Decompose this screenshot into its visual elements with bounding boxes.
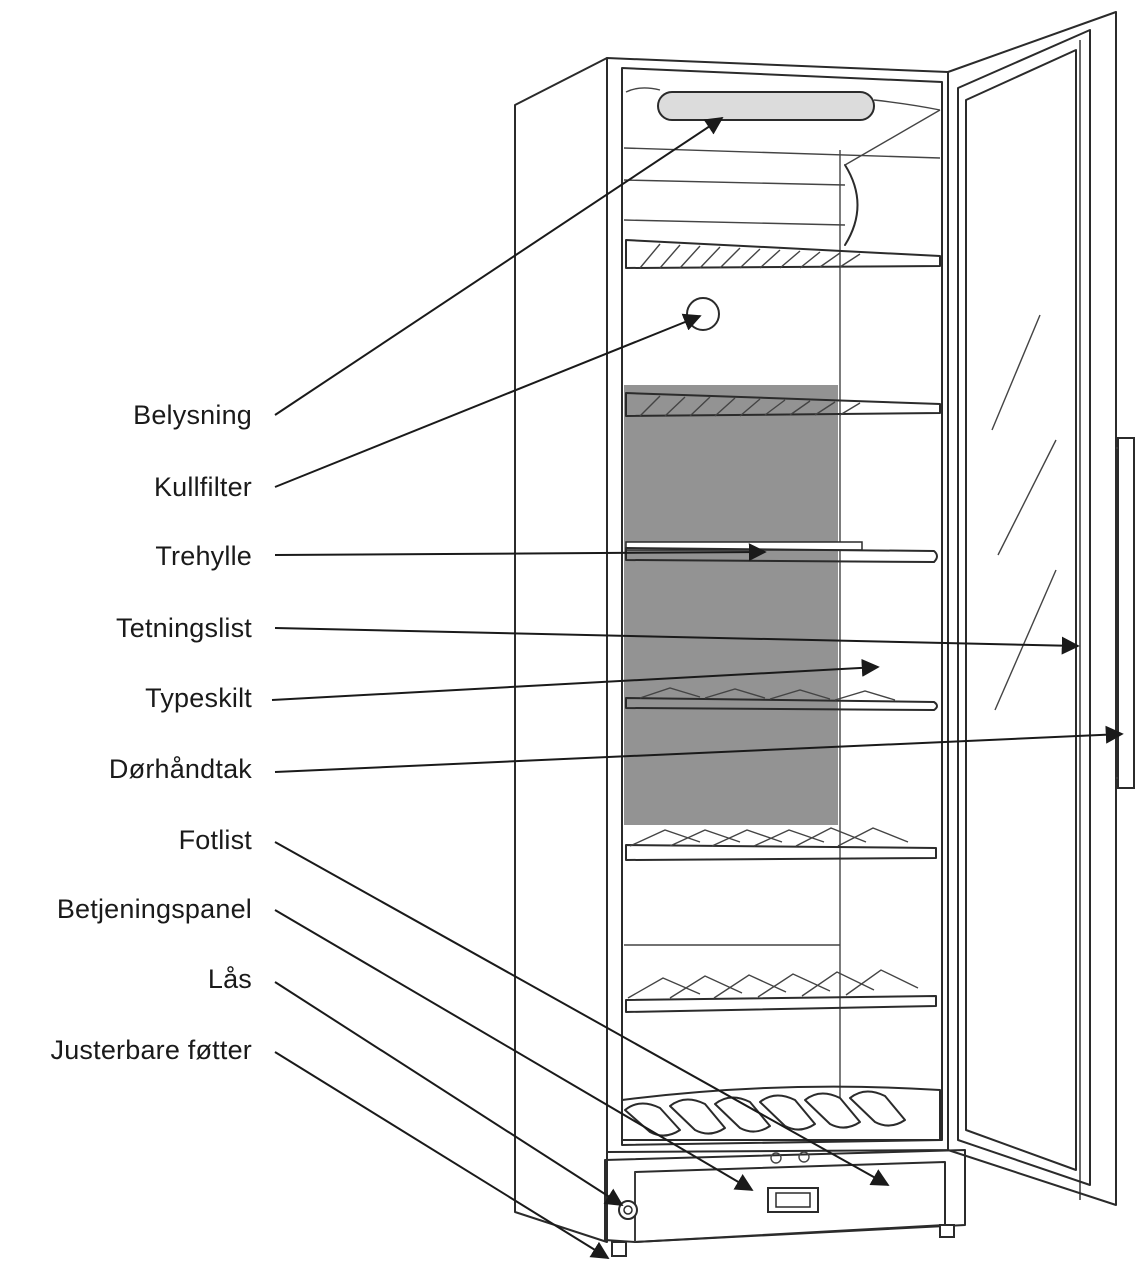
label-typeskilt: Typeskilt [145, 683, 252, 713]
shelf-5 [625, 827, 937, 861]
light-fixture [625, 87, 941, 121]
shelf-1 [625, 239, 941, 269]
shelf-6 [624, 944, 937, 1013]
adjustable-feet [611, 1224, 955, 1257]
fan-housing [623, 109, 941, 246]
leader-betjeningspanel [274, 909, 754, 1191]
label-tetningslist: Tetningslist [116, 613, 252, 643]
leader-belysning [274, 117, 724, 416]
control-panel [767, 1187, 819, 1213]
label-belysning: Belysning [133, 400, 252, 430]
carbon-filter [686, 297, 720, 331]
leader-justerbare [274, 1051, 610, 1259]
leader-las [274, 981, 624, 1206]
leader-tetningslist [274, 627, 1080, 655]
label-trehylle: Trehylle [155, 541, 252, 571]
leader-typeskilt [271, 658, 880, 701]
label-kullfilter: Kullfilter [153, 472, 252, 502]
door-handle [1116, 437, 1135, 789]
leader-trehylle [274, 543, 767, 562]
bottom-bottle-tray [621, 1085, 941, 1141]
label-justerbare-fotter: Justerbare føtter [50, 1035, 252, 1065]
label-fotlist: Fotlist [178, 825, 252, 855]
wooden-shelf [625, 541, 938, 563]
label-dorhandtak: Dørhåndtak [108, 754, 252, 784]
shelf-2 [625, 392, 941, 417]
leader-lines [271, 117, 1124, 1259]
cabinet-side-panel [514, 57, 608, 1243]
back-panel [624, 385, 838, 825]
label-las: Lås [207, 964, 252, 994]
label-betjeningspanel: Betjeningspanel [56, 894, 252, 924]
shelf-4 [625, 687, 938, 711]
leader-fotlist [274, 841, 890, 1186]
glass-door [947, 11, 1117, 1206]
leader-kullfilter [274, 313, 702, 488]
leader-dorhandtak [274, 725, 1124, 773]
